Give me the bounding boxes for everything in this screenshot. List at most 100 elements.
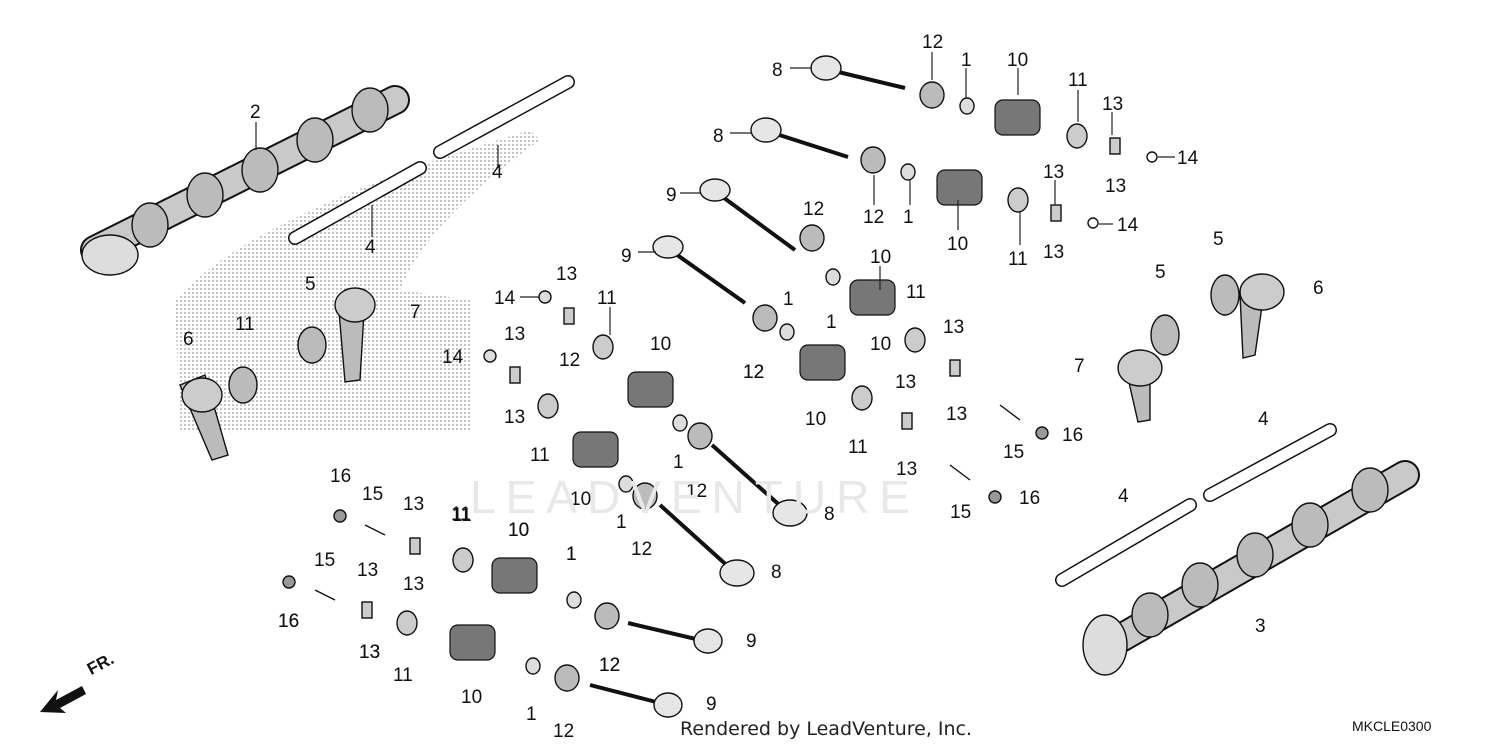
callout-label: 11 xyxy=(1008,249,1028,270)
valve-cotter xyxy=(361,601,373,619)
callout-label: 13 xyxy=(504,324,525,345)
callout-label: 13 xyxy=(1105,176,1126,197)
callout-label: 11 xyxy=(597,288,617,309)
rocker-arm-left-5a xyxy=(228,366,258,404)
valve-seat xyxy=(687,422,713,450)
valve-seat xyxy=(632,482,658,510)
rocker-shaft-lower-left xyxy=(288,161,427,245)
valve-spring xyxy=(994,99,1041,136)
valve-exhaust-3 xyxy=(710,443,808,527)
valve-cotter xyxy=(509,366,521,384)
spring-retainer xyxy=(396,610,418,636)
callout-label: 14 xyxy=(494,288,516,309)
valve-seat xyxy=(594,602,620,630)
valve-intake-3 xyxy=(627,621,723,654)
callout-label: 2 xyxy=(250,102,261,123)
valve-seat xyxy=(919,81,945,109)
callout-label: 1 xyxy=(783,289,794,310)
callout-labels: 12 1 10 8 11 13 14 2 8 13 12 1 10 11 13 … xyxy=(183,32,1324,742)
callout-label: 5 xyxy=(1213,229,1224,250)
valve-spring xyxy=(849,279,896,316)
dowel-pin xyxy=(314,589,336,601)
callout-label: 11 xyxy=(235,314,255,335)
valve-cotter xyxy=(1109,137,1121,155)
nut xyxy=(988,490,1002,504)
callout-label: 9 xyxy=(706,694,717,715)
callout-label: 13 xyxy=(359,642,380,663)
stem-seal xyxy=(525,657,541,675)
callout-label: 13 xyxy=(946,404,967,425)
callout-label: 14 xyxy=(1117,215,1139,236)
callout-label: 10 xyxy=(870,247,891,268)
rocker-arm-left-7 xyxy=(334,287,376,383)
callout-label: 1 xyxy=(566,544,577,565)
valve-seat xyxy=(860,146,886,174)
stem-seal xyxy=(672,414,688,432)
callout-label: 11 xyxy=(906,282,926,303)
rocker-arm-right-5a xyxy=(1210,274,1240,316)
callout-label: 15 xyxy=(314,550,335,571)
callout-label: 16 xyxy=(278,611,299,632)
callout-label: 11 xyxy=(393,665,413,686)
spring-retainer xyxy=(452,547,474,573)
valve-exhaust-4 xyxy=(658,503,755,587)
callout-label: 12 xyxy=(863,207,884,228)
rocker-arm-right-7 xyxy=(1117,349,1163,423)
callout-label: 12 xyxy=(631,539,652,560)
callout-label: 10 xyxy=(650,334,671,355)
callout-label: 4 xyxy=(365,237,376,258)
callout-label: 8 xyxy=(771,562,782,583)
rocker-arm-left-5b xyxy=(297,326,327,364)
callout-label: 6 xyxy=(183,329,194,350)
valve-exhaust-2 xyxy=(750,117,849,159)
valve-spring xyxy=(491,557,538,594)
valve-seat xyxy=(752,304,778,332)
callout-label: 1 xyxy=(616,512,627,533)
valve-intake-4 xyxy=(589,683,683,718)
callout-label: 9 xyxy=(666,185,677,206)
callout-label: 10 xyxy=(947,234,968,255)
callout-label: 13 xyxy=(556,264,577,285)
stem-seal xyxy=(825,268,841,286)
leadventure-watermark: LEADVENTURE xyxy=(470,471,920,523)
rocker-shaft-lower-right xyxy=(1055,498,1197,587)
callout-label: 1 xyxy=(826,312,837,333)
callout-label: 11 xyxy=(1068,70,1088,91)
callout-label: 12 xyxy=(553,721,574,742)
valve-exhaust-1 xyxy=(810,55,906,90)
callout-label: 7 xyxy=(410,302,421,323)
callout-label: 11 xyxy=(452,505,472,526)
valve-spring xyxy=(627,371,674,408)
leader-lines xyxy=(255,52,1175,335)
dowel-pin xyxy=(949,464,971,481)
callout-label: 13 xyxy=(1043,162,1064,183)
callout-label: 11 xyxy=(451,504,471,525)
callout-label: 12 xyxy=(559,350,580,371)
dowel-pin xyxy=(999,404,1021,421)
cap xyxy=(538,290,552,304)
callout-label: 1 xyxy=(566,544,577,565)
valve-seat xyxy=(554,664,580,692)
callout-label: 13 xyxy=(403,494,424,515)
spring-retainer xyxy=(592,334,614,360)
callout-label: 9 xyxy=(621,246,632,267)
callout-label: 13 xyxy=(895,372,916,393)
stem-seal xyxy=(566,591,582,609)
spring-retainer xyxy=(1007,187,1029,213)
callout-label: 8 xyxy=(824,504,835,525)
callout-label: 10 xyxy=(461,687,482,708)
stem-seal xyxy=(779,323,795,341)
callout-label: 4 xyxy=(1118,486,1129,507)
callout-label: 3 xyxy=(1255,616,1266,637)
callout-label: 12 xyxy=(922,32,943,53)
valve-seat xyxy=(799,224,825,252)
callout-label: 9 xyxy=(746,631,757,652)
valve-intake-2 xyxy=(652,235,747,305)
valve-cotter xyxy=(1050,204,1062,222)
callout-label: 12 xyxy=(686,481,707,502)
callout-label: 13 xyxy=(896,459,917,480)
valve-cotter xyxy=(949,359,961,377)
callout-label: 13 xyxy=(1102,94,1123,115)
callout-label: 12 xyxy=(599,655,620,676)
